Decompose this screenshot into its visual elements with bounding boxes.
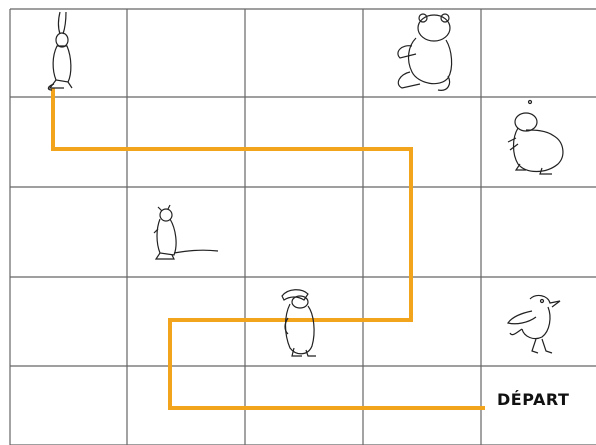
bear-icon	[398, 14, 452, 90]
penguin-icon	[282, 290, 316, 356]
marmot-icon	[508, 101, 563, 175]
bird-icon	[508, 296, 560, 353]
start-label: DÉPART	[497, 390, 569, 409]
path-line	[53, 88, 485, 408]
grid	[10, 9, 596, 445]
hare-icon	[48, 12, 72, 90]
mouse-icon	[154, 205, 218, 259]
